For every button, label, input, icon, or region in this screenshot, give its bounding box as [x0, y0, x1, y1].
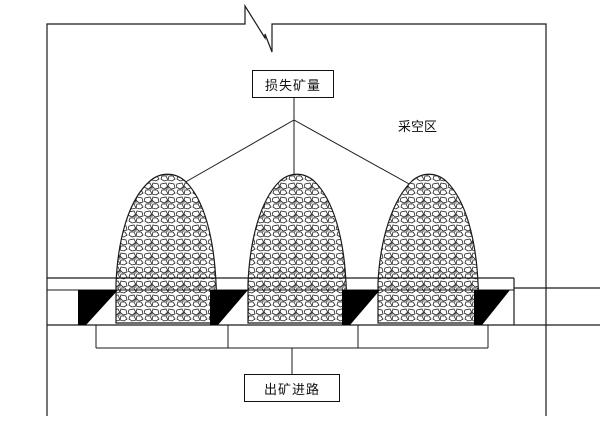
wedge-1 [78, 290, 118, 325]
loss-ore-text: 损失矿量 [264, 78, 321, 94]
drift-label: 出矿进路 [244, 374, 340, 402]
goaf-label: 采空区 [398, 120, 438, 135]
connector-right [293, 119, 421, 191]
loss-ore-label: 损失矿量 [252, 70, 334, 98]
ore-pile-left [115, 173, 219, 324]
wedge-3 [342, 290, 380, 325]
ore-pile-center [247, 173, 349, 324]
ore-pile-right [377, 173, 481, 324]
connector-left [167, 119, 295, 193]
drift-text: 出矿进路 [263, 382, 320, 398]
wedge-2 [210, 290, 248, 325]
wedge-4 [474, 290, 510, 325]
drift-right-step [513, 278, 600, 289]
goaf-boundary [46, 3, 547, 416]
